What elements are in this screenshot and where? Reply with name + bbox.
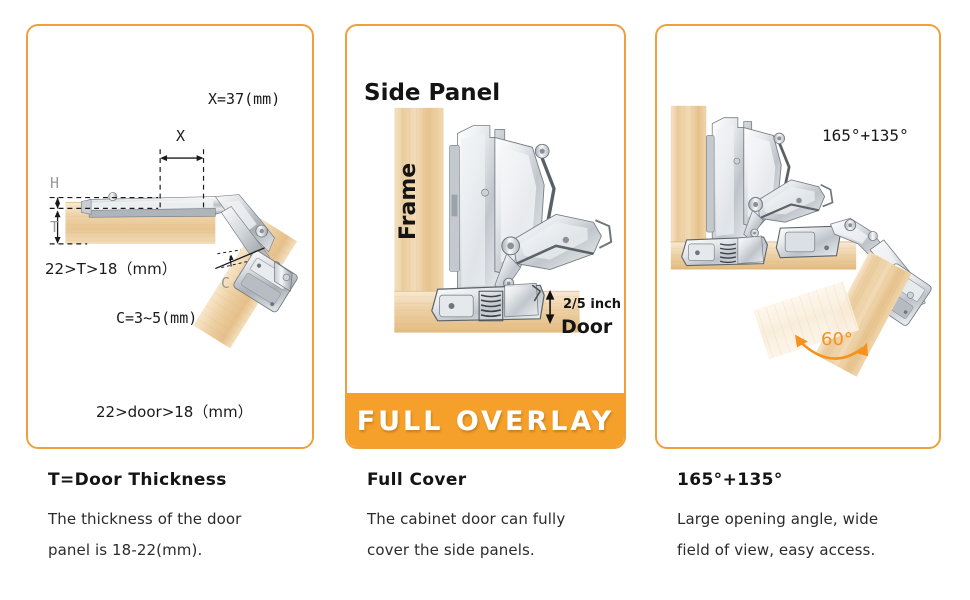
t-dim-label: T <box>50 218 60 236</box>
full-overlay-banner-label: FULL OVERLAY <box>356 405 615 437</box>
caption-line: panel is 18-22(mm). <box>48 540 203 559</box>
caption-line: The cabinet door can fully <box>367 510 566 528</box>
caption-full-cover: Full Cover The cabinet door can fully co… <box>367 470 667 566</box>
door-range-label: 22>door>18（mm） <box>96 403 253 421</box>
opening-angle-hinge-diagram <box>670 105 932 377</box>
caption-opening-angle: 165°+135° Large opening angle, wide fiel… <box>677 470 970 566</box>
wood-frame-board <box>670 105 707 246</box>
x-dim-label: X <box>176 127 186 145</box>
full-overlay-hinge-diagram <box>394 107 613 333</box>
caption-line: The thickness of the door <box>48 510 242 528</box>
c-dim-label: C <box>221 274 231 292</box>
angle-extra-label: 60° <box>821 329 853 350</box>
feature-card-full-overlay: Side Panel Frame 2/5 inch Door FULL OVER… <box>345 24 626 449</box>
caption-title: 165°+135° <box>677 470 783 490</box>
door-label: Door <box>561 316 613 338</box>
caption-door-thickness: T=Door Thickness The thickness of the do… <box>48 470 348 566</box>
wood-frame-board <box>394 107 444 306</box>
caption-line: cover the side panels. <box>367 540 535 559</box>
frame-label: Frame <box>396 162 421 240</box>
gap-dimension-arrow <box>545 290 555 324</box>
side-panel-label: Side Panel <box>364 80 501 106</box>
wood-door-ghost <box>753 281 860 360</box>
h-dim-label: H <box>50 174 60 192</box>
feature-card-door-thickness: X=37(mm) X H T 22>T>18（mm） C C=3~5(mm) 2… <box>26 24 314 449</box>
caption-line: field of view, easy access. <box>677 540 876 559</box>
full-overlay-banner: FULL OVERLAY <box>347 393 624 447</box>
hinge-door-thickness-diagram <box>49 149 298 349</box>
thickness-range-label: 22>T>18（mm） <box>45 260 177 278</box>
angle-arc-arrow <box>795 334 869 360</box>
gap-label: 2/5 inch <box>563 297 622 312</box>
c-value-label: C=3~5(mm) <box>116 309 198 327</box>
caption-line: Large opening angle, wide <box>677 510 879 528</box>
dimension-lines <box>49 149 265 270</box>
feature-card-opening-angle: 165°+135° 60° <box>655 24 941 449</box>
caption-body: The cabinet door can fully cover the sid… <box>367 504 667 566</box>
x-value-label: X=37(mm) <box>208 90 281 108</box>
hinge-arm-assembly <box>80 192 298 313</box>
caption-title: T=Door Thickness <box>48 470 227 490</box>
angle-combo-label: 165°+135° <box>822 126 909 145</box>
hinge-open-assembly <box>681 117 834 267</box>
caption-title: Full Cover <box>367 470 467 490</box>
caption-body: Large opening angle, wide field of view,… <box>677 504 970 566</box>
caption-body: The thickness of the door panel is 18-22… <box>48 504 348 566</box>
wood-door-open <box>814 251 912 377</box>
hinge-mechanism <box>431 125 613 322</box>
